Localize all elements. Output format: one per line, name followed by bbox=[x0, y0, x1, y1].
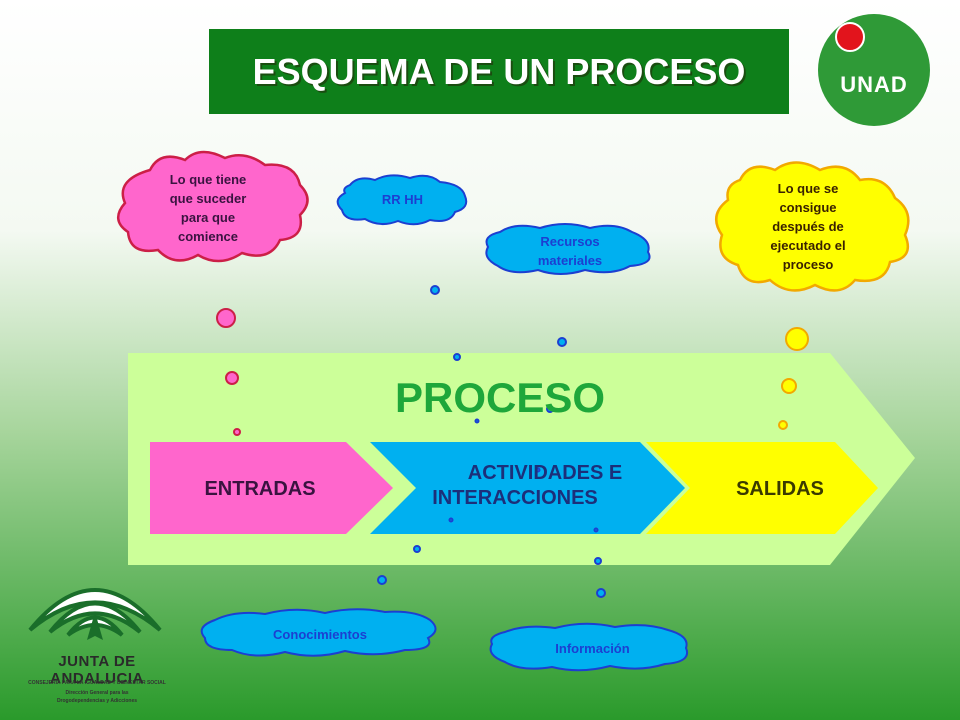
cloud-rrhh bbox=[336, 174, 468, 226]
cloud-rrhh-text: RR HH bbox=[345, 188, 460, 210]
bubbles-pink bbox=[216, 308, 241, 436]
cloud-recursos-line1: Recursos bbox=[540, 234, 600, 249]
junta-name: JUNTA DE ANDALUCIA bbox=[50, 653, 144, 687]
cloud-after-line4: ejecutado el bbox=[770, 237, 846, 253]
cloud-before-line3: para que bbox=[180, 210, 236, 225]
unad-logo-dot bbox=[835, 22, 865, 52]
junta-arch-outer bbox=[28, 588, 162, 632]
cloud-after-text: Lo que se consigue después de ejecutado … bbox=[728, 176, 888, 276]
cloud-before-line4: comience bbox=[178, 229, 238, 244]
junta-arch-middle bbox=[48, 601, 142, 634]
title-banner: ESQUEMA DE UN PROCESO bbox=[209, 29, 789, 114]
junta-sub1: CONSEJERÍA PARA LA IGUALDAD Y BIENESTAR … bbox=[28, 680, 166, 686]
cloud-after-line3: después de bbox=[772, 218, 844, 234]
junta-arch-inner bbox=[66, 615, 124, 637]
stage-salidas-label: SALIDAS bbox=[736, 478, 824, 500]
cloud-rrhh-label: RR HH bbox=[381, 191, 424, 207]
cloud-conocimientos bbox=[200, 608, 437, 657]
cloud-after bbox=[715, 161, 910, 292]
stage-actividades-line2: INTERACCIONES bbox=[432, 487, 598, 509]
junta-sub2: Dirección General para las bbox=[65, 690, 129, 696]
cloud-informacion-label: Información bbox=[555, 640, 630, 656]
cloud-after-line1: Lo que se bbox=[777, 180, 839, 196]
cloud-before-line2: que suceder bbox=[169, 191, 247, 206]
cloud-after-line5: proceso bbox=[782, 256, 834, 272]
cloud-before-line1: Lo que tiene bbox=[169, 172, 247, 187]
unad-logo: UNAD bbox=[818, 14, 930, 126]
entradas-shape bbox=[150, 442, 393, 534]
page-title: ESQUEMA DE UN PROCESO bbox=[252, 50, 746, 92]
cloud-conocimientos-text: Conocimientos bbox=[215, 622, 425, 646]
cloud-recursos-line2: materiales bbox=[537, 253, 603, 268]
cloud-informacion bbox=[489, 622, 688, 672]
stage-actividades-line1: ACTIVIDADES E bbox=[467, 462, 623, 484]
bubbles-yellow bbox=[778, 327, 809, 430]
cloud-after-line2: consigue bbox=[779, 199, 837, 215]
junta-symbol bbox=[87, 612, 103, 640]
stage-entradas-label: ENTRADAS bbox=[204, 478, 316, 500]
cloud-before bbox=[117, 150, 309, 263]
actividades-shape bbox=[370, 442, 685, 534]
cloud-informacion-text: Información bbox=[495, 636, 690, 660]
cloud-recursos bbox=[485, 223, 651, 275]
junta-andalucia-logo bbox=[28, 588, 162, 640]
process-label: PROCESO bbox=[394, 374, 606, 421]
cloud-recursos-text: Recursos materiales bbox=[495, 232, 645, 270]
cloud-conocimientos-label: Conocimientos bbox=[273, 626, 367, 642]
bubbles-blue bbox=[377, 285, 606, 598]
junta-sub3: Drogodependencias y Adicciones bbox=[56, 698, 138, 704]
unad-logo-circle bbox=[818, 14, 930, 126]
stage-actividades-label: ACTIVIDADES E INTERACCIONES bbox=[405, 461, 655, 511]
cloud-before-text: Lo que tiene que suceder para que comien… bbox=[138, 170, 278, 246]
salidas-shape bbox=[646, 442, 878, 534]
unad-logo-text: UNAD bbox=[840, 72, 908, 97]
